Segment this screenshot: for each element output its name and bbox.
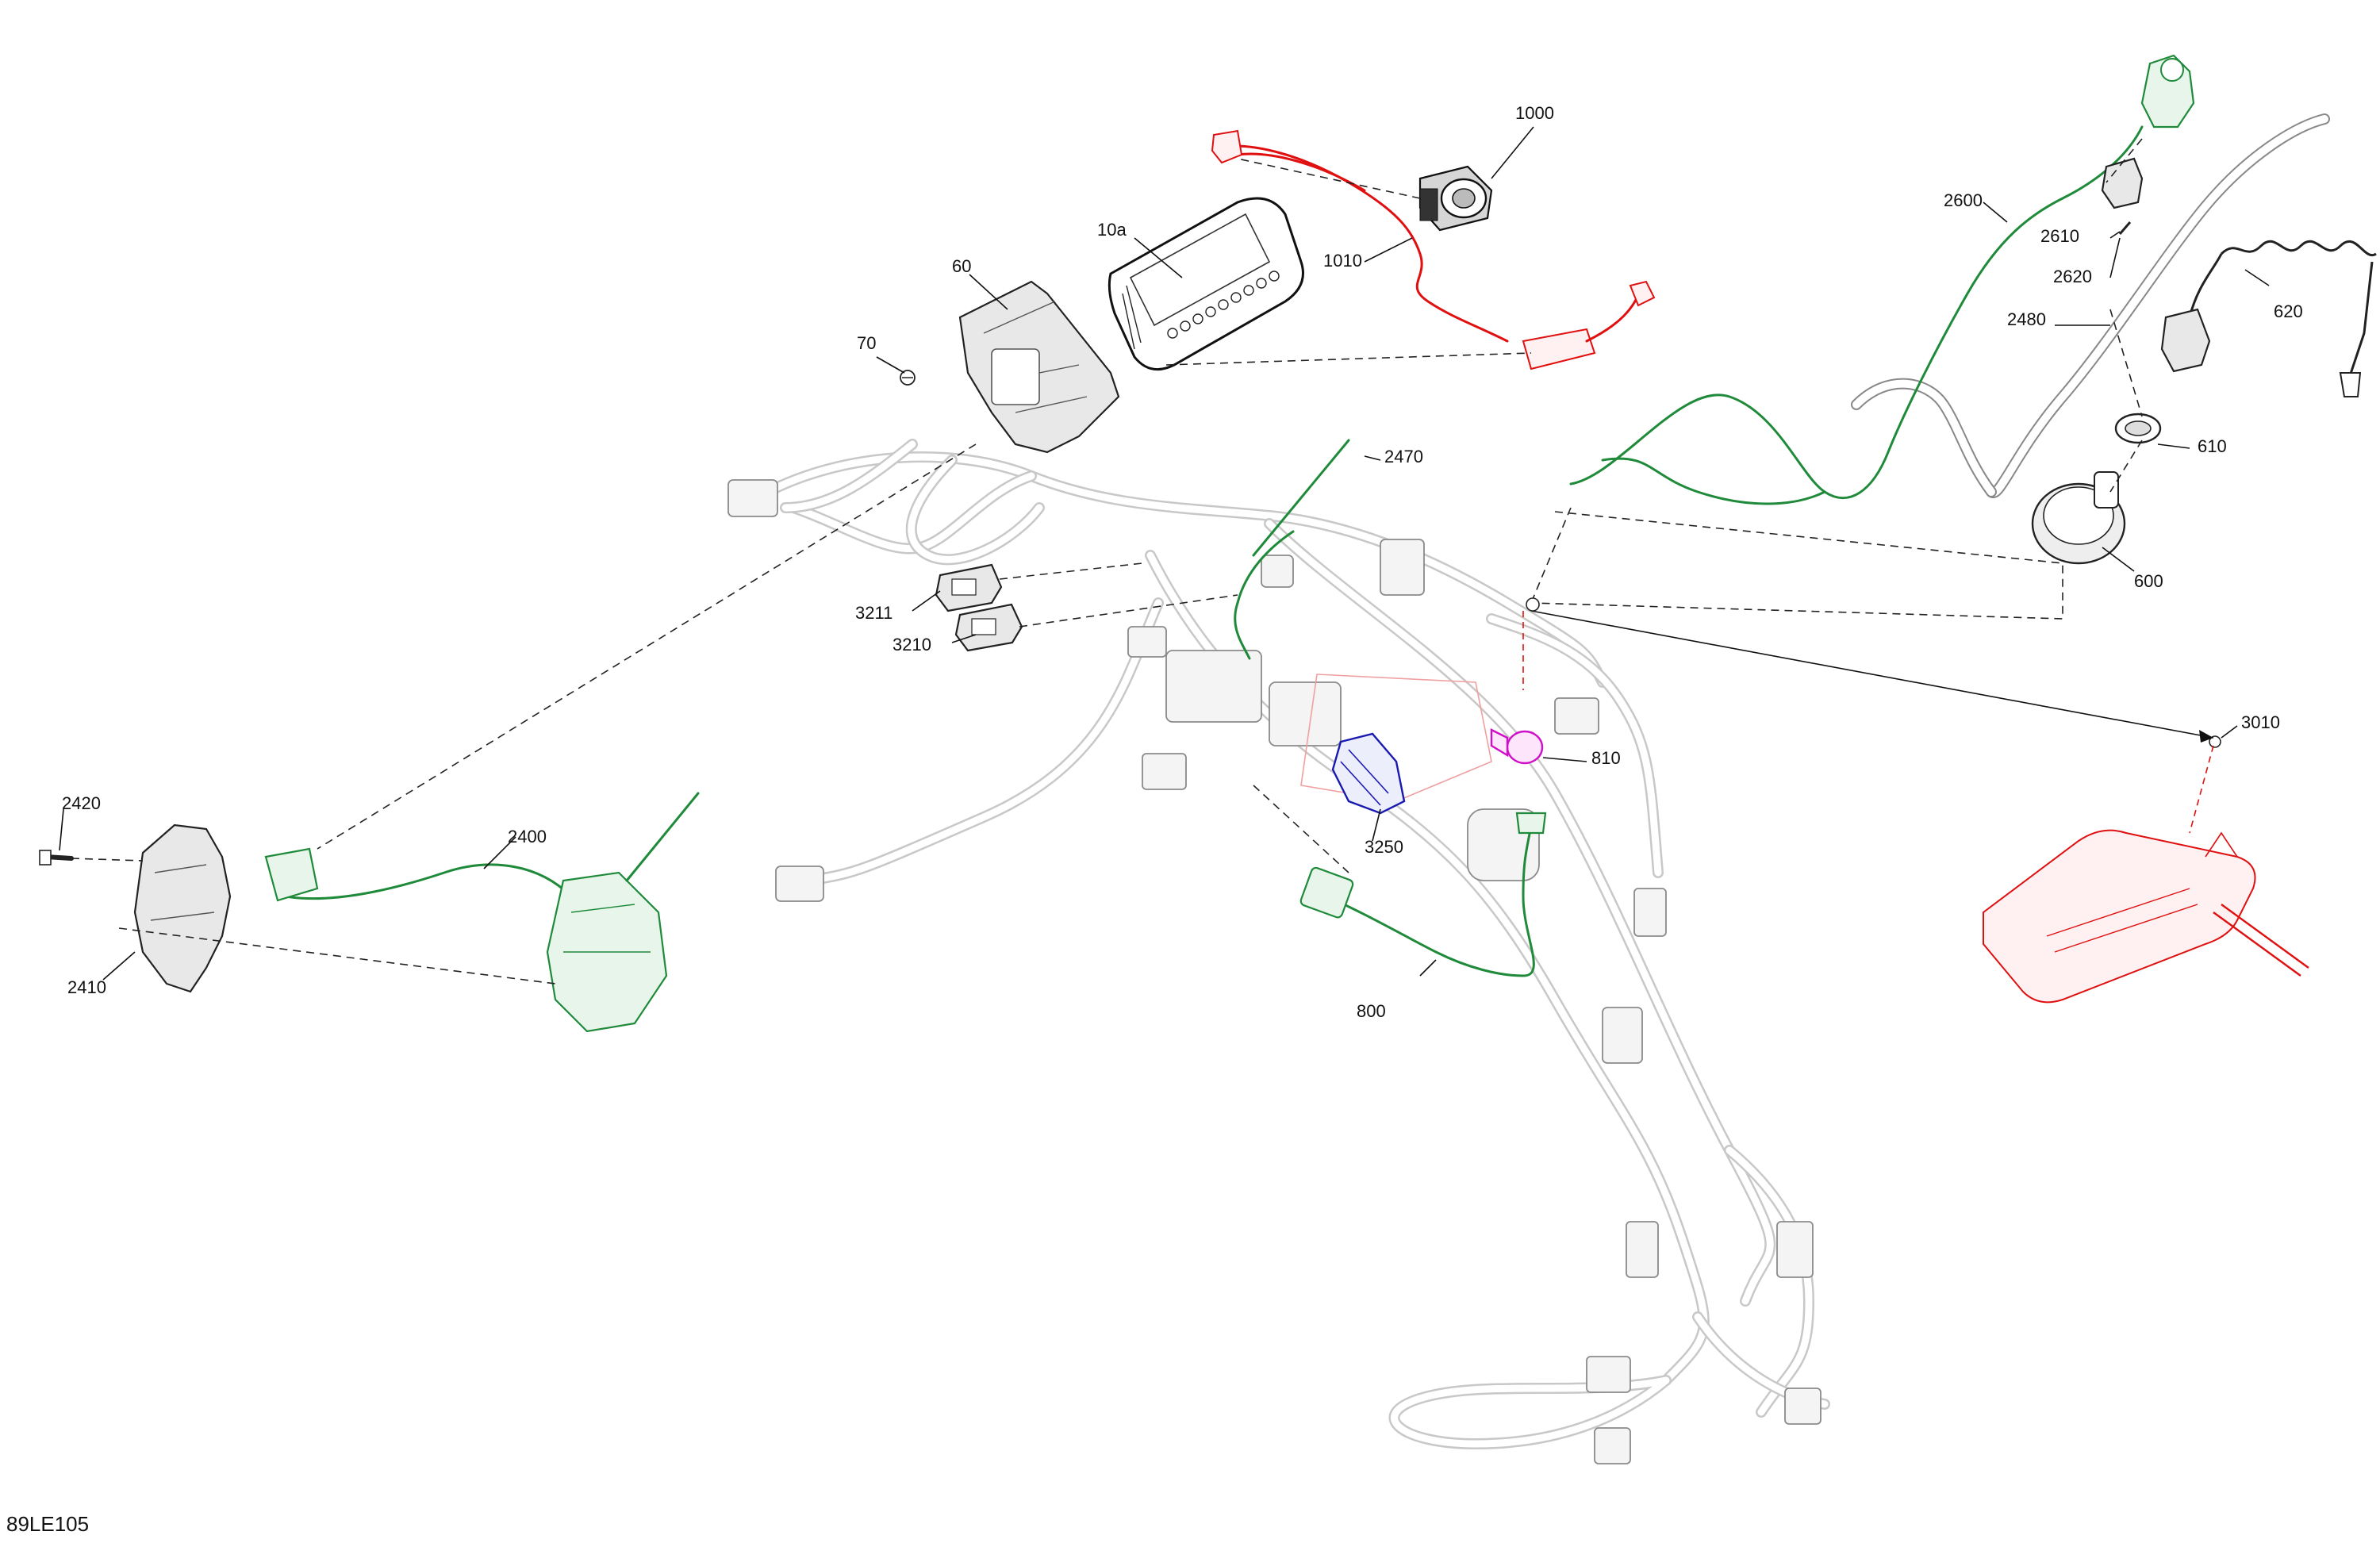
callout-labels: 1000 10a 1010 60 70 2600 2610 2620 620 2… [62,103,2303,1021]
figure-id: 89LE105 [6,1512,89,1536]
callout-3210: 3210 [892,635,931,654]
harness-clip [1261,555,1294,588]
blue-part-3250 [1331,732,1406,815]
display-support-bracket [958,280,1120,454]
connector-3210 [954,603,1023,652]
callout-leaders [59,126,2270,981]
relay-block [1269,681,1342,747]
callout-620: 620 [2274,301,2303,321]
assembly-lines [71,138,2214,985]
screw-harness-top [1526,597,1540,612]
power-outlet-wire-harness [1211,129,1656,370]
green-wire-harness-800 [1299,812,1547,977]
callout-2620: 2620 [2053,267,2092,286]
screw-70 [900,370,916,386]
harness-connector [1776,1221,1814,1278]
harness-connector [1586,1356,1631,1393]
callout-10a: 10a [1097,220,1127,240]
callout-2600: 2600 [1944,190,1983,210]
callout-800: 800 [1357,1001,1386,1021]
callout-1010: 1010 [1323,251,1362,271]
callout-2480: 2480 [2007,309,2046,329]
ecu-outline-background [1300,674,1492,802]
callout-60: 60 [952,256,971,276]
tether-cord-620 [2160,240,2377,397]
bracket-2610 [2101,157,2144,209]
harness-connector [1594,1427,1631,1464]
harness-connectors [727,479,1821,1464]
harness-connector [1554,697,1599,735]
callout-3211: 3211 [855,603,892,623]
callout-70: 70 [857,333,876,353]
ecu-module-red [1983,829,2309,1004]
callout-1000: 1000 [1515,103,1554,123]
callout-600: 600 [2134,571,2163,591]
connector-3211 [935,563,1003,612]
magenta-part-810 [1490,728,1544,765]
harness-connector [1380,539,1425,596]
harness-connector [1626,1221,1659,1278]
screw-3010 [2209,735,2221,748]
ring-nut-610 [2114,413,2162,444]
fuse-box [1165,650,1262,723]
callout-3010: 3010 [2241,712,2280,732]
green-harness-2400 [264,792,700,1033]
harness-connector [1602,1007,1643,1064]
multifunction-display [1107,197,1304,371]
harness-connector [727,479,778,517]
callout-2410: 2410 [67,977,106,997]
bolt-2420 [39,850,74,866]
callout-3250: 3250 [1365,837,1403,857]
callout-610: 610 [2198,436,2227,456]
callout-2470: 2470 [1384,447,1423,466]
harness-connector [1142,753,1187,790]
green-wire-harness-2600 [1569,54,2195,505]
callout-2420: 2420 [62,793,101,813]
tether-switch-600 [2031,471,2126,565]
harness-connector [775,866,824,902]
bracket-2410 [133,823,232,993]
harness-connector [1127,626,1167,658]
callout-2610: 2610 [2040,226,2079,246]
screw-2620 [2118,221,2132,235]
green-harness-branch-2470 [1234,439,1350,660]
callout-810: 810 [1591,748,1621,768]
tube-2480 [1851,113,2330,499]
main-wiring-harness [748,439,1830,1449]
power-outlet-socket [1418,165,1493,232]
harness-connector [1784,1388,1821,1425]
callout-2400: 2400 [508,827,547,846]
harness-connector [1633,888,1667,937]
